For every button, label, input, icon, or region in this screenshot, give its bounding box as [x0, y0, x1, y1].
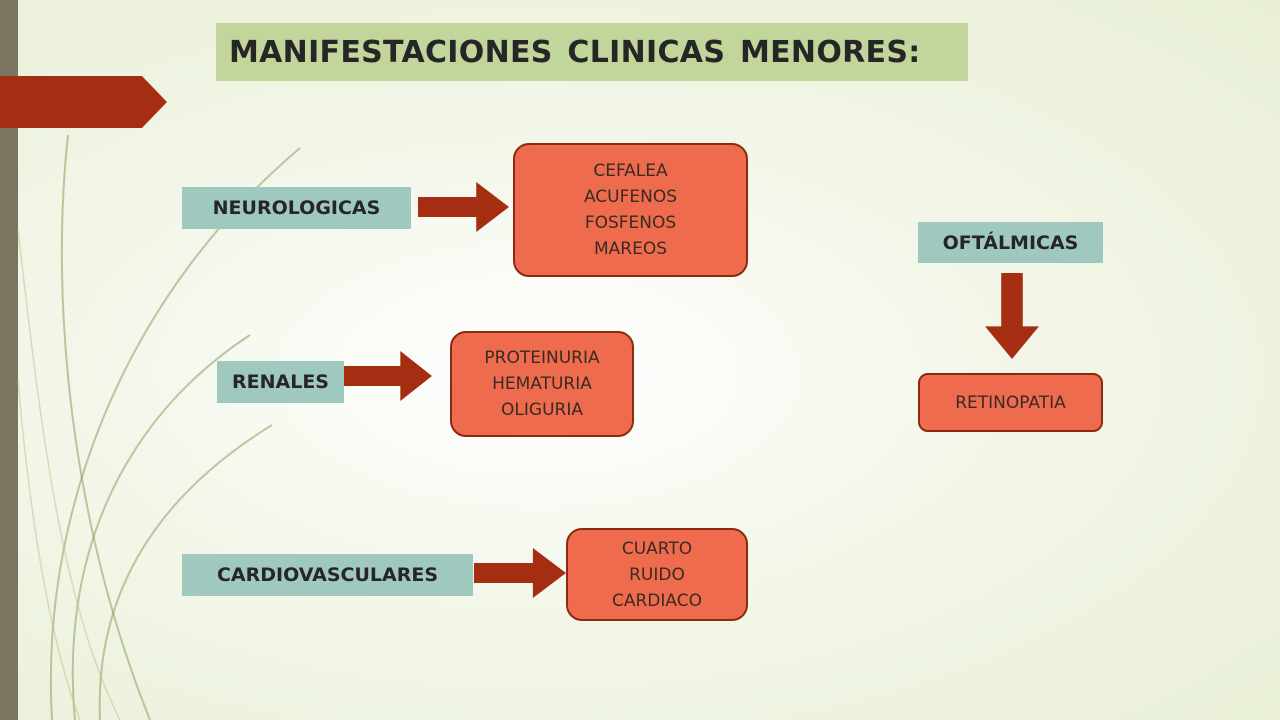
item-cefalea: CEFALEA — [593, 161, 668, 181]
arrow-oftalmicas — [985, 273, 1039, 359]
box-neurologicas: CEFALEA ACUFENOS FOSFENOS MAREOS — [513, 143, 748, 277]
left-accent-bar — [0, 0, 18, 720]
arrow-cardiovasculares — [474, 548, 566, 598]
pennant-shape — [0, 76, 167, 128]
arrow-renales — [344, 351, 432, 401]
item-proteinuria: PROTEINURIA — [484, 348, 600, 368]
category-cardiovasculares-label: CARDIOVASCULARES — [216, 564, 439, 586]
arrow-neurologicas — [418, 182, 509, 232]
category-oftalmicas: OFTÁLMICAS — [918, 222, 1103, 263]
box-renales: PROTEINURIA HEMATURIA OLIGURIA — [450, 331, 634, 437]
title-box: MANIFESTACIONES CLINICAS MENORES: — [216, 23, 968, 81]
item-fosfenos: FOSFENOS — [584, 213, 677, 233]
item-acufenos: ACUFENOS — [583, 187, 678, 207]
category-neurologicas-label: NEUROLOGICAS — [212, 197, 381, 219]
decorative-curve — [49, 147, 301, 720]
item-retinopatia: RETINOPATIA — [955, 392, 1066, 413]
decorative-curve — [60, 134, 151, 720]
decorative-curve — [17, 379, 81, 720]
item-mareos: MAREOS — [593, 239, 668, 259]
box-oftalmicas: RETINOPATIA — [918, 373, 1103, 432]
decorative-curve — [17, 229, 121, 720]
item-oliguria: OLIGURIA — [501, 400, 583, 420]
category-oftalmicas-label: OFTÁLMICAS — [942, 231, 1079, 254]
page-title: MANIFESTACIONES CLINICAS MENORES: — [229, 34, 921, 70]
item-cuarto: CUARTO — [621, 538, 693, 559]
category-renales: RENALES — [217, 361, 344, 403]
category-renales-label: RENALES — [232, 371, 329, 393]
category-cardiovasculares: CARDIOVASCULARES — [182, 554, 473, 596]
item-ruido: RUIDO — [629, 564, 685, 585]
category-neurologicas: NEUROLOGICAS — [182, 187, 411, 229]
item-hematuria: HEMATURIA — [492, 374, 592, 394]
item-cardiaco: CARDIACO — [612, 590, 702, 611]
box-cardiovasculares: CUARTO RUIDO CARDIACO — [566, 528, 748, 621]
